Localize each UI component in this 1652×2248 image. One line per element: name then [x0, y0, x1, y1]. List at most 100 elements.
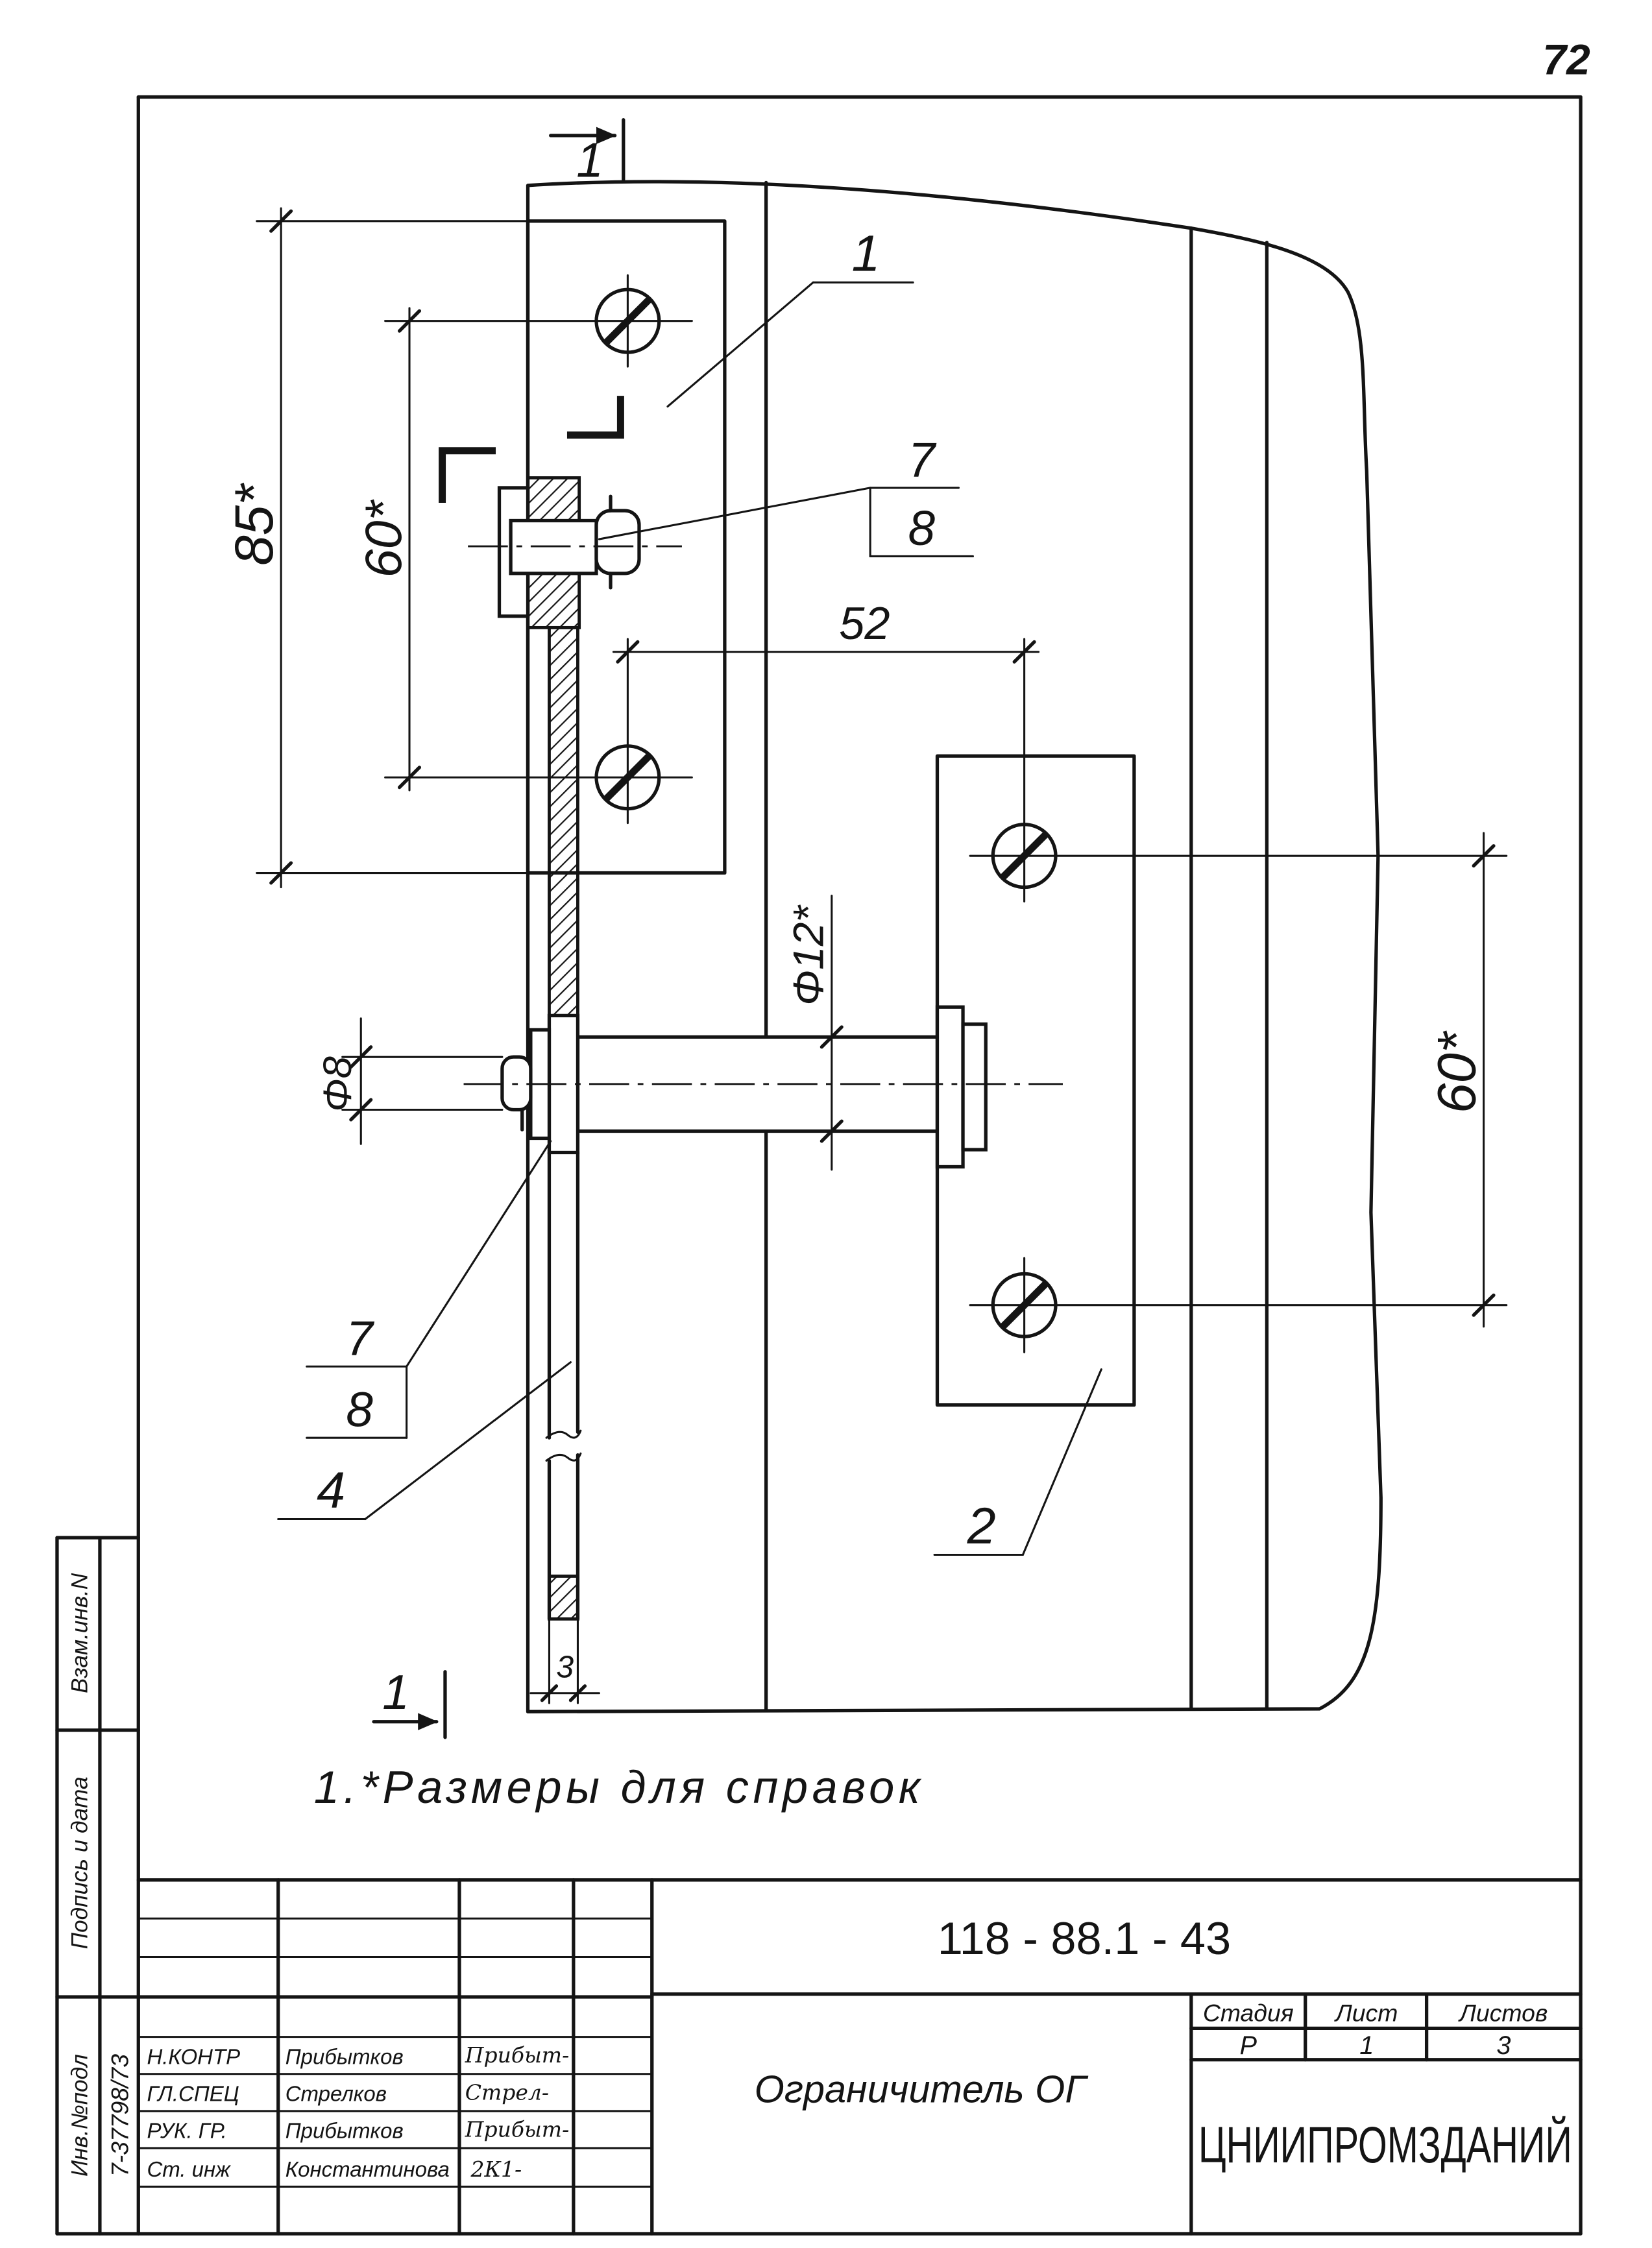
screw-upper-2	[594, 638, 661, 825]
margin-replacement-inv: Взам.инв.N	[67, 1573, 93, 1693]
dimension-tick	[349, 1045, 373, 1069]
callout-part-7-8-bottom: 7 8	[306, 1140, 552, 1439]
screw-lower-1	[991, 638, 1058, 903]
dimension-tick	[1012, 640, 1036, 664]
stage-value: Р	[1240, 2031, 1257, 2060]
sheets-label: Листов	[1458, 1999, 1548, 2026]
strip-section-hatched	[548, 625, 579, 1017]
panel	[526, 180, 1383, 1713]
dimension-tick	[1472, 844, 1496, 868]
dimension-text: 85*	[223, 483, 284, 566]
dimension-52: 52	[612, 598, 1040, 664]
dimension-text: 60*	[1426, 1030, 1487, 1113]
organization-name: ЦНИИПРОМЗДАНИЙ	[1198, 2115, 1572, 2173]
callout-number: 2	[967, 1497, 996, 1554]
margin-original-inv-value: 7-37798/73	[106, 2054, 134, 2177]
drawing-title: Ограничитель ОГ	[755, 2068, 1089, 2111]
signer-name: Стрелков	[285, 2082, 387, 2106]
strip-break-line	[545, 1429, 582, 1439]
margin-signature-date: Подпись и дата	[67, 1776, 93, 1949]
signer-role: Ст. инж	[147, 2157, 231, 2181]
section-mark-bottom: 1	[372, 1665, 447, 1739]
section-arrowhead	[418, 1713, 438, 1730]
dimension-diameter-12: Φ12*	[784, 895, 844, 1171]
section-arrowhead	[596, 127, 616, 145]
signer-signature: Прибыт-	[465, 2117, 569, 2142]
dimension-tick	[820, 1119, 844, 1143]
dimension-text: 3	[556, 1650, 574, 1685]
dimension-text: Φ12*	[784, 904, 832, 1006]
title-block: 118 - 88.1 - 43 Ограничитель ОГ Стадия Л…	[136, 1878, 1583, 2236]
sheets-value: 3	[1496, 2031, 1511, 2060]
upper-hatched-block	[526, 476, 581, 522]
pin-collar	[935, 1005, 965, 1169]
strip-end-hatched	[548, 1575, 579, 1621]
dimension-3: 3	[529, 1617, 600, 1704]
callout-number: 8	[908, 501, 936, 555]
dimension-tick	[349, 1098, 373, 1122]
callout-number: 1	[852, 224, 881, 282]
callout-part-7-8-top: 7 8	[598, 432, 974, 557]
dimension-text: 60*	[354, 499, 412, 577]
callout-part-2: 2	[933, 1368, 1102, 1556]
margin-original-inv: Инв.№подл	[67, 2054, 93, 2177]
leader-line	[406, 1140, 552, 1368]
sheet-label: Лист	[1334, 1999, 1398, 2026]
dimension-tick	[616, 640, 640, 664]
dimension-tick	[269, 861, 293, 885]
signer-signature: Прибыт-	[465, 2042, 569, 2068]
signer-name: Прибытков	[285, 2044, 404, 2068]
dimension-tick	[397, 766, 422, 790]
sheet-frame	[55, 95, 1583, 2236]
callout-number: 8	[346, 1383, 373, 1437]
dimension-tick	[269, 209, 293, 233]
dimension-text: Φ8	[315, 1056, 360, 1112]
dimension-diameter-8: Φ8	[315, 1017, 504, 1145]
signer-role: Н.КОНТР	[147, 2044, 240, 2068]
callout-part-4: 4	[277, 1361, 572, 1521]
dimension-85: 85*	[223, 207, 529, 889]
upper-bolt-head	[594, 509, 641, 575]
leader-line	[364, 1361, 572, 1521]
signer-name: Прибытков	[285, 2119, 404, 2143]
pin-head	[961, 1022, 988, 1152]
signer-role: РУК. ГР.	[147, 2119, 226, 2143]
signer-role: ГЛ.СПЕЦ	[147, 2082, 239, 2106]
dimension-tick	[1472, 1293, 1496, 1317]
leader-line	[1021, 1368, 1102, 1556]
limiter-strip	[545, 625, 582, 1621]
dimension-text: 52	[839, 598, 890, 649]
margin-strip: Взам.инв.N Подпись и дата Инв.№подл 7-37…	[55, 1536, 140, 2236]
view-corner-right	[566, 396, 624, 439]
callout-number: 4	[317, 1461, 345, 1519]
upper-bolt-assembly	[468, 476, 682, 629]
stop-pin	[463, 1005, 1063, 1169]
view-corner-left	[439, 447, 496, 503]
dimension-60-left: 60*	[354, 307, 693, 792]
strip-break-line	[545, 1452, 582, 1462]
section-mark-top: 1	[549, 118, 626, 187]
dimension-60-right: 60*	[969, 832, 1508, 1328]
section-label: 1	[382, 1665, 409, 1719]
pin-shaft	[576, 1035, 940, 1133]
stage-label: Стадия	[1203, 1999, 1294, 2026]
dimension-tick	[397, 309, 422, 333]
leader-line	[666, 281, 814, 408]
callout-part-1: 1	[666, 224, 914, 408]
dimension-tick	[820, 1025, 844, 1049]
panel-outline	[526, 180, 1383, 1713]
leader-line	[598, 487, 871, 540]
dimension-tick	[568, 1684, 587, 1702]
page-number: 72	[1542, 35, 1590, 83]
dimension-tick	[540, 1684, 559, 1702]
sheet-value: 1	[1359, 2031, 1374, 2060]
section-label: 1	[576, 133, 603, 187]
document-number: 118 - 88.1 - 43	[938, 1913, 1231, 1964]
signer-name: Константинова	[285, 2157, 450, 2181]
signer-signature: 2К1-	[470, 2157, 522, 2182]
callout-number: 7	[346, 1311, 374, 1366]
signer-signature: Стрел-	[465, 2079, 549, 2105]
upper-hatched-block	[526, 572, 581, 629]
reference-dimensions-note: 1.*Размеры для справок	[314, 1761, 922, 1813]
